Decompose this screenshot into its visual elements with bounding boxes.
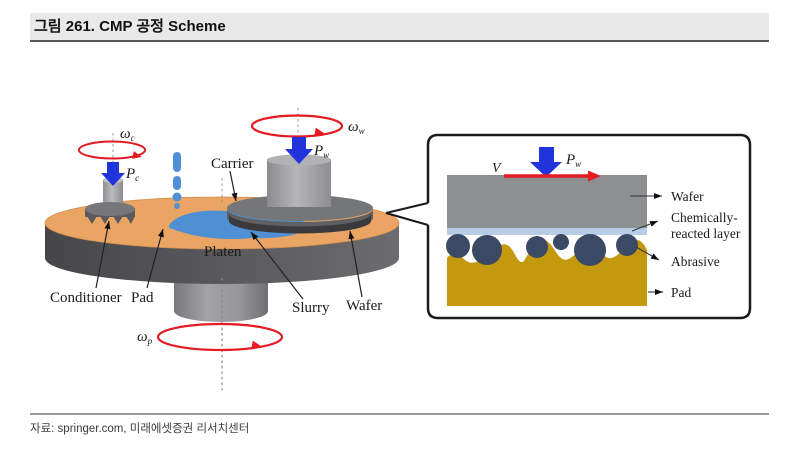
conditioner-teeth: [87, 216, 135, 224]
p-w-symbol: P: [313, 143, 323, 159]
pad-leader-line: [146, 228, 164, 289]
inset-pressure-arrow: [530, 147, 562, 177]
slurry-leader-line: [250, 231, 304, 300]
omega-w-label: ωw: [348, 119, 365, 136]
inset-connector-bottom: [385, 212, 429, 226]
figure-title: 그림 261. CMP 공정 Scheme: [34, 18, 226, 35]
omega-p-subscript: p: [147, 336, 153, 346]
conditioner-rotation-arrow: [78, 140, 146, 160]
wafer-rim: [229, 214, 371, 234]
omega-p-label: ωp: [137, 329, 153, 346]
omega-c-subscript: c: [131, 133, 135, 143]
carrier-assembly: [227, 154, 373, 234]
inset-p-w-label: Pw: [565, 152, 581, 169]
inset-abrasive-label: Abrasive: [671, 254, 720, 269]
conditioner-pressure-arrow: [101, 162, 125, 186]
conditioner-leader-line: [95, 220, 111, 289]
inset-reacted-layer: [447, 228, 647, 235]
slurry-label: Slurry: [292, 300, 330, 316]
inset-connector-top: [385, 202, 429, 214]
inset-abrasive-particles: [446, 234, 638, 266]
wafer-leader-line: [348, 230, 363, 298]
inset-p-symbol: P: [565, 152, 575, 168]
inset-detail: Pw V Wafer Chemically- reacted layer Abr…: [446, 147, 741, 306]
inset-wafer: [447, 175, 647, 228]
inset-velocity-arrowhead: [588, 170, 601, 182]
conditioner-disk: [85, 202, 135, 216]
conditioner: [85, 177, 135, 224]
p-c-label: Pc: [125, 166, 139, 183]
p-c-subscript: c: [135, 173, 139, 183]
inset-p-subscript: w: [575, 159, 581, 169]
carrier-rotation-arrow: [250, 114, 344, 138]
platen-rotation-arrow: [156, 322, 284, 352]
omega-w-symbol: ω: [348, 119, 359, 135]
pad-label: Pad: [131, 290, 154, 306]
carrier-head: [267, 159, 331, 207]
inset-box: [426, 133, 752, 320]
wafer-label: Wafer: [346, 298, 382, 314]
p-w-label: Pw: [313, 143, 329, 160]
p-c-symbol: P: [125, 166, 135, 182]
platen-side: [45, 223, 399, 284]
inset-pad-label: Pad: [671, 285, 692, 300]
figure-title-bar: 그림 261. CMP 공정 Scheme: [30, 13, 769, 42]
source-note: 자료: springer.com, 미래에셋증권 리서치센터: [30, 423, 250, 435]
carrier-pressure-arrow: [285, 137, 313, 164]
conditioner-label: Conditioner: [50, 290, 122, 306]
omega-w-subscript: w: [359, 126, 365, 136]
inset-reacted-layer-label-line2: reacted layer: [671, 226, 741, 241]
slurry-stream: [172, 152, 182, 209]
carrier-leader-line: [229, 170, 238, 202]
footer-divider: [30, 413, 769, 415]
p-w-subscript: w: [323, 150, 329, 160]
inset-reacted-layer-label-line1: Chemically-: [671, 210, 738, 225]
inset-abrasive-leader: [635, 246, 660, 261]
omega-p-symbol: ω: [137, 329, 148, 345]
inset-wafer-label: Wafer: [671, 189, 704, 204]
omega-c-symbol: ω: [120, 126, 131, 142]
carrier-disk-top: [227, 195, 373, 221]
inset-velocity-label: V: [492, 161, 502, 176]
omega-c-label: ωc: [120, 126, 135, 143]
platen-label: Platen: [204, 244, 242, 260]
inset-reacted-layer-leader: [631, 220, 659, 232]
carrier-label: Carrier: [211, 156, 253, 172]
